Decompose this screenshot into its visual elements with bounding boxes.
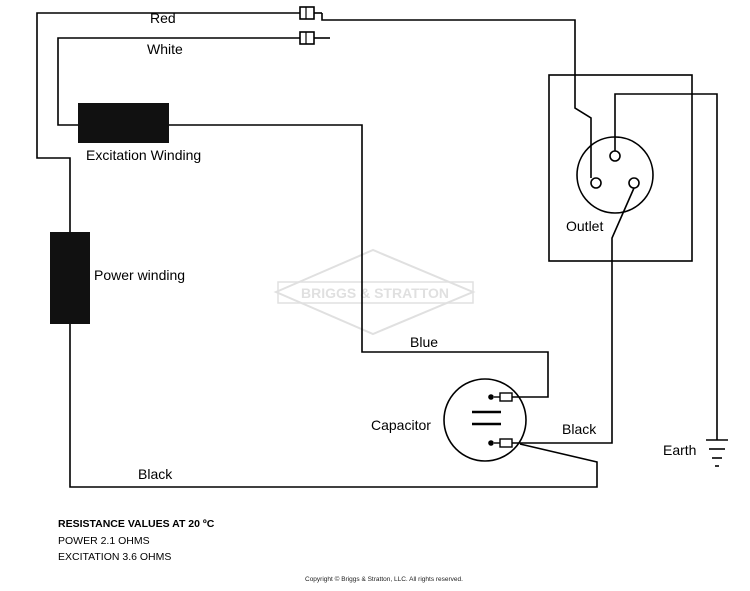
- red-connector: [299, 6, 322, 20]
- red-to-outlet-wire: [321, 13, 592, 178]
- label-excitation-winding: Excitation Winding: [86, 147, 201, 163]
- label-power-winding: Power winding: [94, 267, 185, 283]
- capacitor-terminal-bottom: [488, 438, 513, 448]
- red-wire: [36, 12, 300, 233]
- power-resistance: POWER 2.1 OHMS: [58, 534, 150, 547]
- black-bottom-wire: [69, 324, 598, 488]
- label-blue: Blue: [410, 334, 438, 350]
- earth-icon: [706, 439, 728, 467]
- label-black-bottom: Black: [138, 466, 173, 482]
- label-red: Red: [150, 10, 176, 26]
- outlet-pin-left: [590, 177, 602, 189]
- outlet-box: [548, 74, 693, 262]
- capacitor-terminal-top: [488, 392, 513, 402]
- outlet-pin-right: [628, 177, 640, 189]
- copyright-notice: Copyright © Briggs & Stratton, LLC. All …: [305, 576, 463, 583]
- label-outlet: Outlet: [566, 218, 603, 234]
- outlet-pin-ground: [609, 150, 621, 162]
- earth-wire: [614, 93, 718, 440]
- label-capacitor: Capacitor: [371, 417, 431, 433]
- label-black-capacitor: Black: [562, 421, 597, 437]
- watermark-logo: BRIGGS & STRATTON: [273, 248, 476, 336]
- watermark-text: BRIGGS & STRATTON: [301, 285, 449, 301]
- white-wire: [57, 37, 300, 126]
- excitation-winding-coil: [78, 103, 169, 143]
- power-winding-coil: [50, 232, 90, 324]
- resistance-notes: RESISTANCE VALUES AT 20 ºC POWER 2.1 OHM…: [58, 516, 214, 566]
- blue-wire: [169, 124, 549, 398]
- white-connector: [299, 31, 322, 45]
- label-white: White: [147, 41, 183, 57]
- label-earth: Earth: [663, 442, 696, 458]
- resistance-heading: RESISTANCE VALUES AT 20 ºC: [58, 518, 215, 530]
- watermark-band: [277, 281, 474, 304]
- capacitor-body: [443, 378, 527, 462]
- black-capacitor-wire: [512, 187, 635, 444]
- excitation-resistance: EXCITATION 3.6 OHMS: [58, 551, 172, 563]
